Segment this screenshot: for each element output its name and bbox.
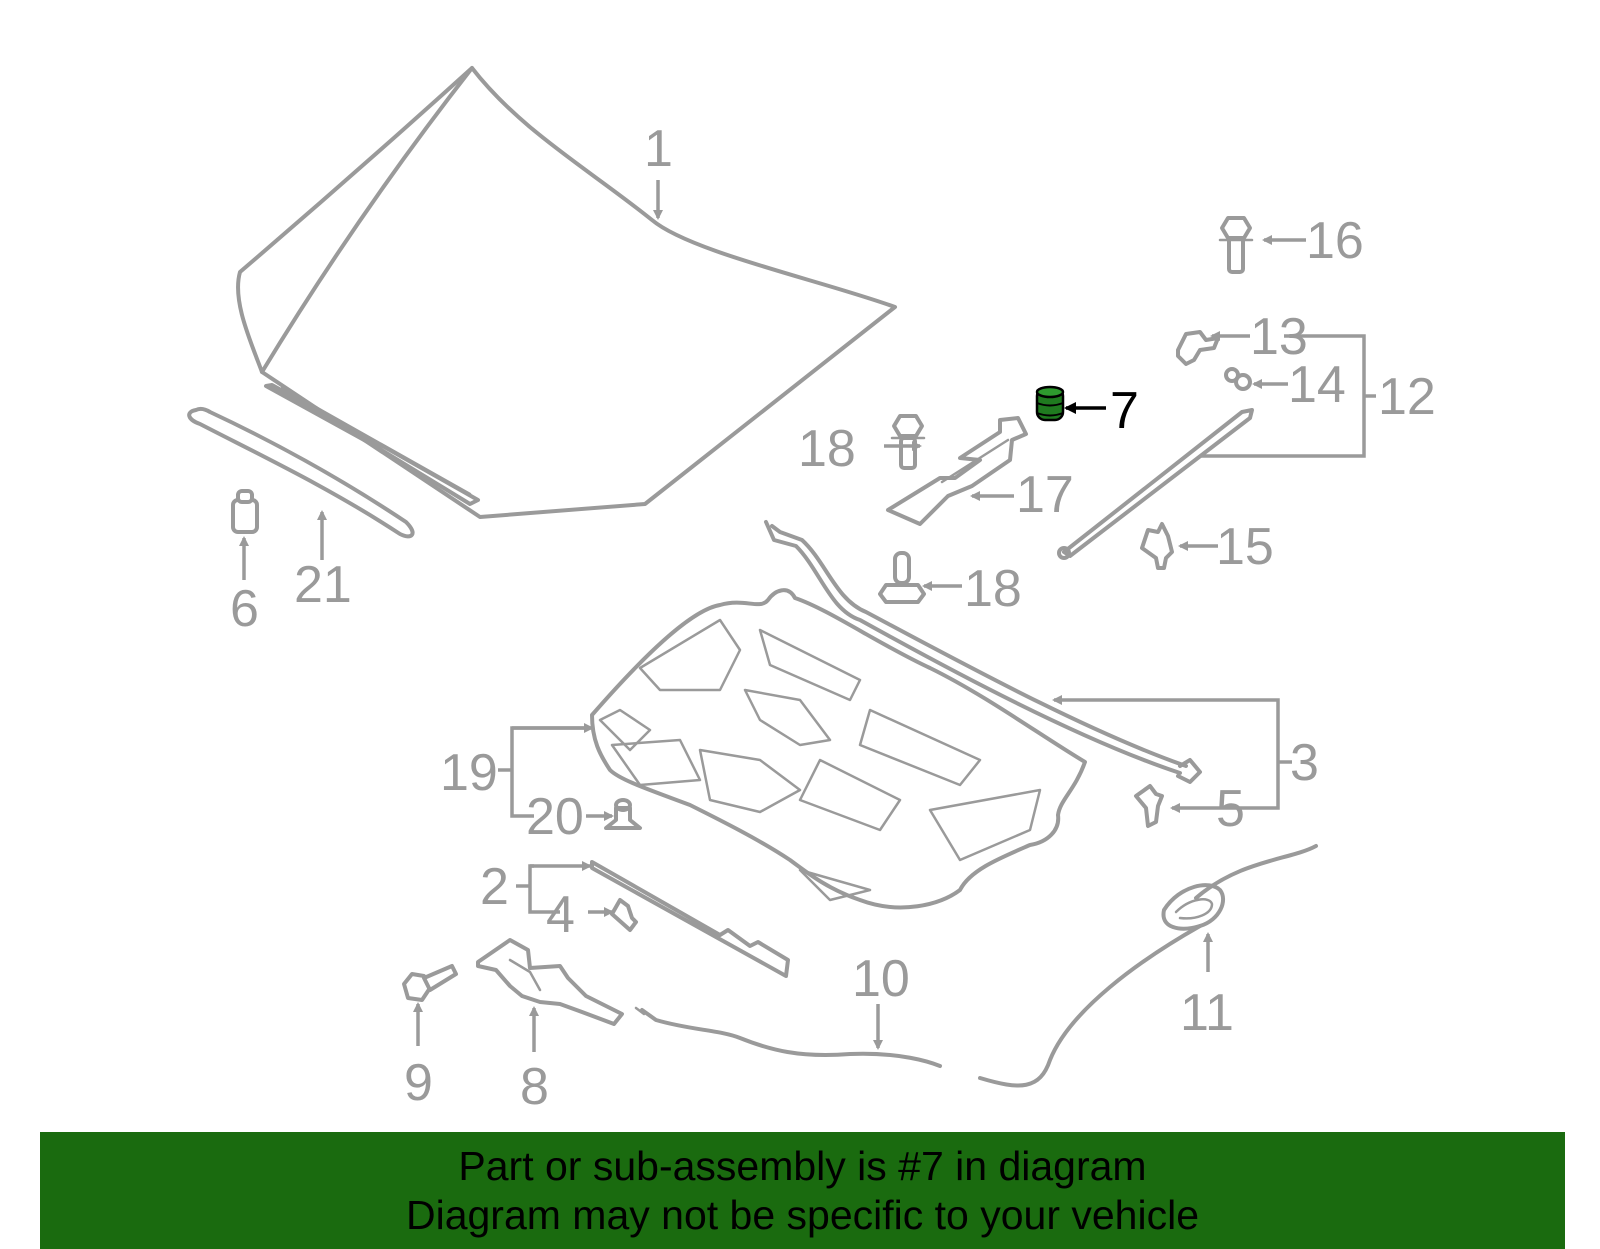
callout-16[interactable]: 16 [1306,212,1364,270]
clip-5-part[interactable] [1134,784,1164,828]
banner-line-disclaimer: Diagram may not be specific to your vehi… [405,1191,1199,1238]
bolt-16-part[interactable] [1218,216,1254,274]
hood-molding-part[interactable] [187,406,415,539]
callout-9[interactable]: 9 [404,1054,433,1112]
release-handle-part[interactable] [978,844,1318,1088]
bracket-17-part[interactable] [886,416,1028,526]
clip-4-part[interactable] [610,898,638,932]
callout-labels: 1 16 13 14 12 7 18 17 15 18 21 6 3 5 19 … [230,120,1436,1116]
callout-20[interactable]: 20 [526,788,584,846]
bumper-stop-part[interactable] [231,489,259,534]
rod-clip-part[interactable] [1176,330,1220,366]
callout-11[interactable]: 11 [1180,984,1234,1042]
banner-line-part-number: Part or sub-assembly is #7 in diagram [458,1142,1147,1189]
hood-latch-part[interactable] [476,938,624,1026]
callout-21[interactable]: 21 [294,556,352,614]
callout-2[interactable]: 2 [480,858,509,916]
stud-18-lower-part[interactable] [878,551,926,604]
callout-3[interactable]: 3 [1290,734,1319,792]
callout-13[interactable]: 13 [1250,308,1308,366]
callout-5[interactable]: 5 [1216,780,1245,838]
callout-10[interactable]: 10 [852,950,910,1008]
grommet-part[interactable] [1224,367,1252,391]
callout-14[interactable]: 14 [1288,356,1346,414]
callout-6[interactable]: 6 [230,580,259,638]
callout-7[interactable]: 7 [1110,382,1139,440]
highlighted-part-7[interactable] [1035,385,1065,422]
callout-4[interactable]: 4 [546,886,575,944]
callout-12[interactable]: 12 [1378,368,1436,426]
clip-20-part[interactable] [604,798,642,830]
callout-17[interactable]: 17 [1016,466,1074,524]
callout-leaders [239,180,1376,1052]
callout-18-lower[interactable]: 18 [964,560,1022,618]
hood-insulator-part[interactable] [590,588,1087,910]
clip-15-part[interactable] [1140,522,1174,570]
hood-seal-part[interactable] [590,860,790,978]
callout-19[interactable]: 19 [440,744,498,802]
release-cable-part[interactable] [634,1006,942,1068]
callout-1[interactable]: 1 [644,120,673,178]
bolt-9-part[interactable] [402,964,458,1002]
bolt-18-upper-part[interactable] [890,414,926,470]
callout-18-upper[interactable]: 18 [798,420,856,478]
hood-panel-part[interactable] [236,66,897,519]
callout-8[interactable]: 8 [520,1058,549,1116]
info-banner: Part or sub-assembly is #7 in diagram Di… [40,1132,1565,1249]
hood-support-rod-part[interactable] [1057,408,1254,560]
callout-15[interactable]: 15 [1216,518,1274,576]
weatherstrip-part[interactable] [764,520,1202,784]
